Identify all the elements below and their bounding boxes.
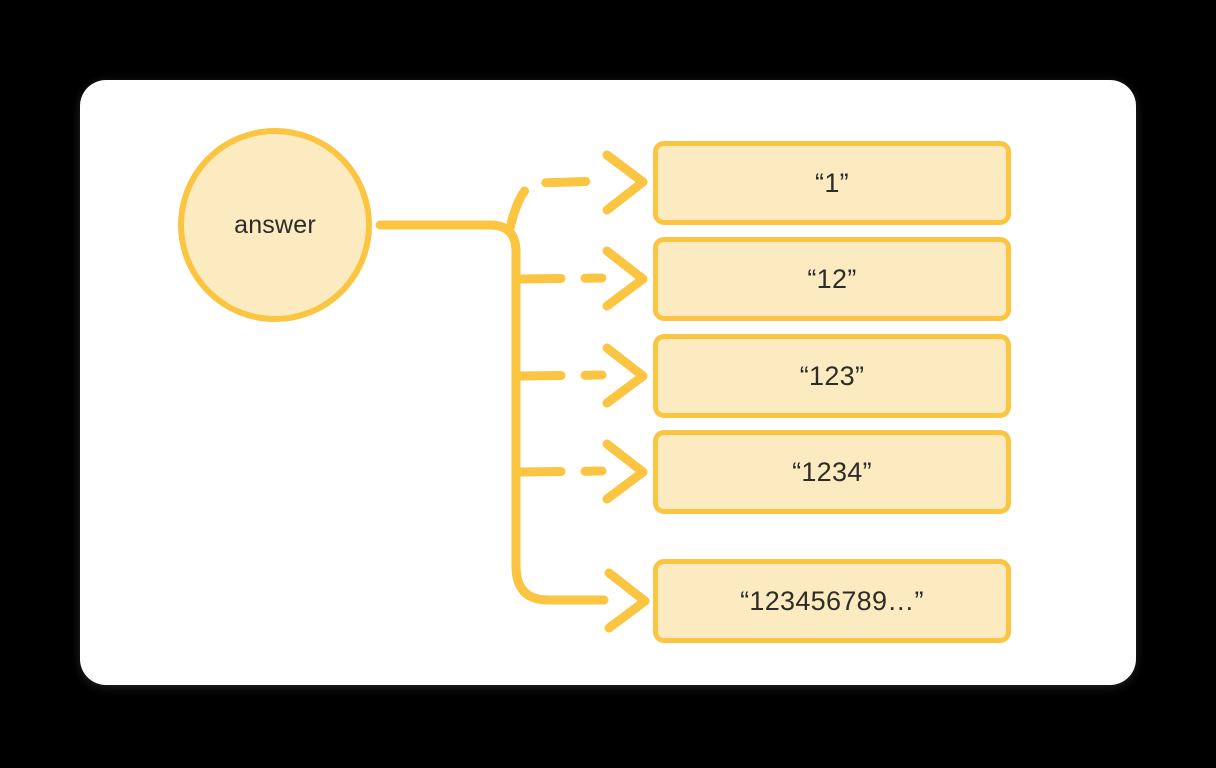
result-box-1[interactable]: “1” — [653, 141, 1011, 225]
result-box-3-label: “123” — [799, 360, 865, 391]
result-box-4-label: “1234” — [792, 456, 872, 487]
node-answer-label: answer — [234, 210, 316, 239]
result-box-1-label: “1” — [815, 167, 849, 198]
node-answer[interactable]: answer — [178, 128, 372, 322]
result-box-2[interactable]: “12” — [653, 237, 1011, 321]
result-box-4[interactable]: “1234” — [653, 430, 1011, 514]
result-box-3[interactable]: “123” — [653, 334, 1011, 418]
result-box-5-label: “123456789…” — [740, 585, 924, 616]
result-box-2-label: “12” — [807, 263, 857, 294]
result-box-5[interactable]: “123456789…” — [653, 559, 1011, 643]
